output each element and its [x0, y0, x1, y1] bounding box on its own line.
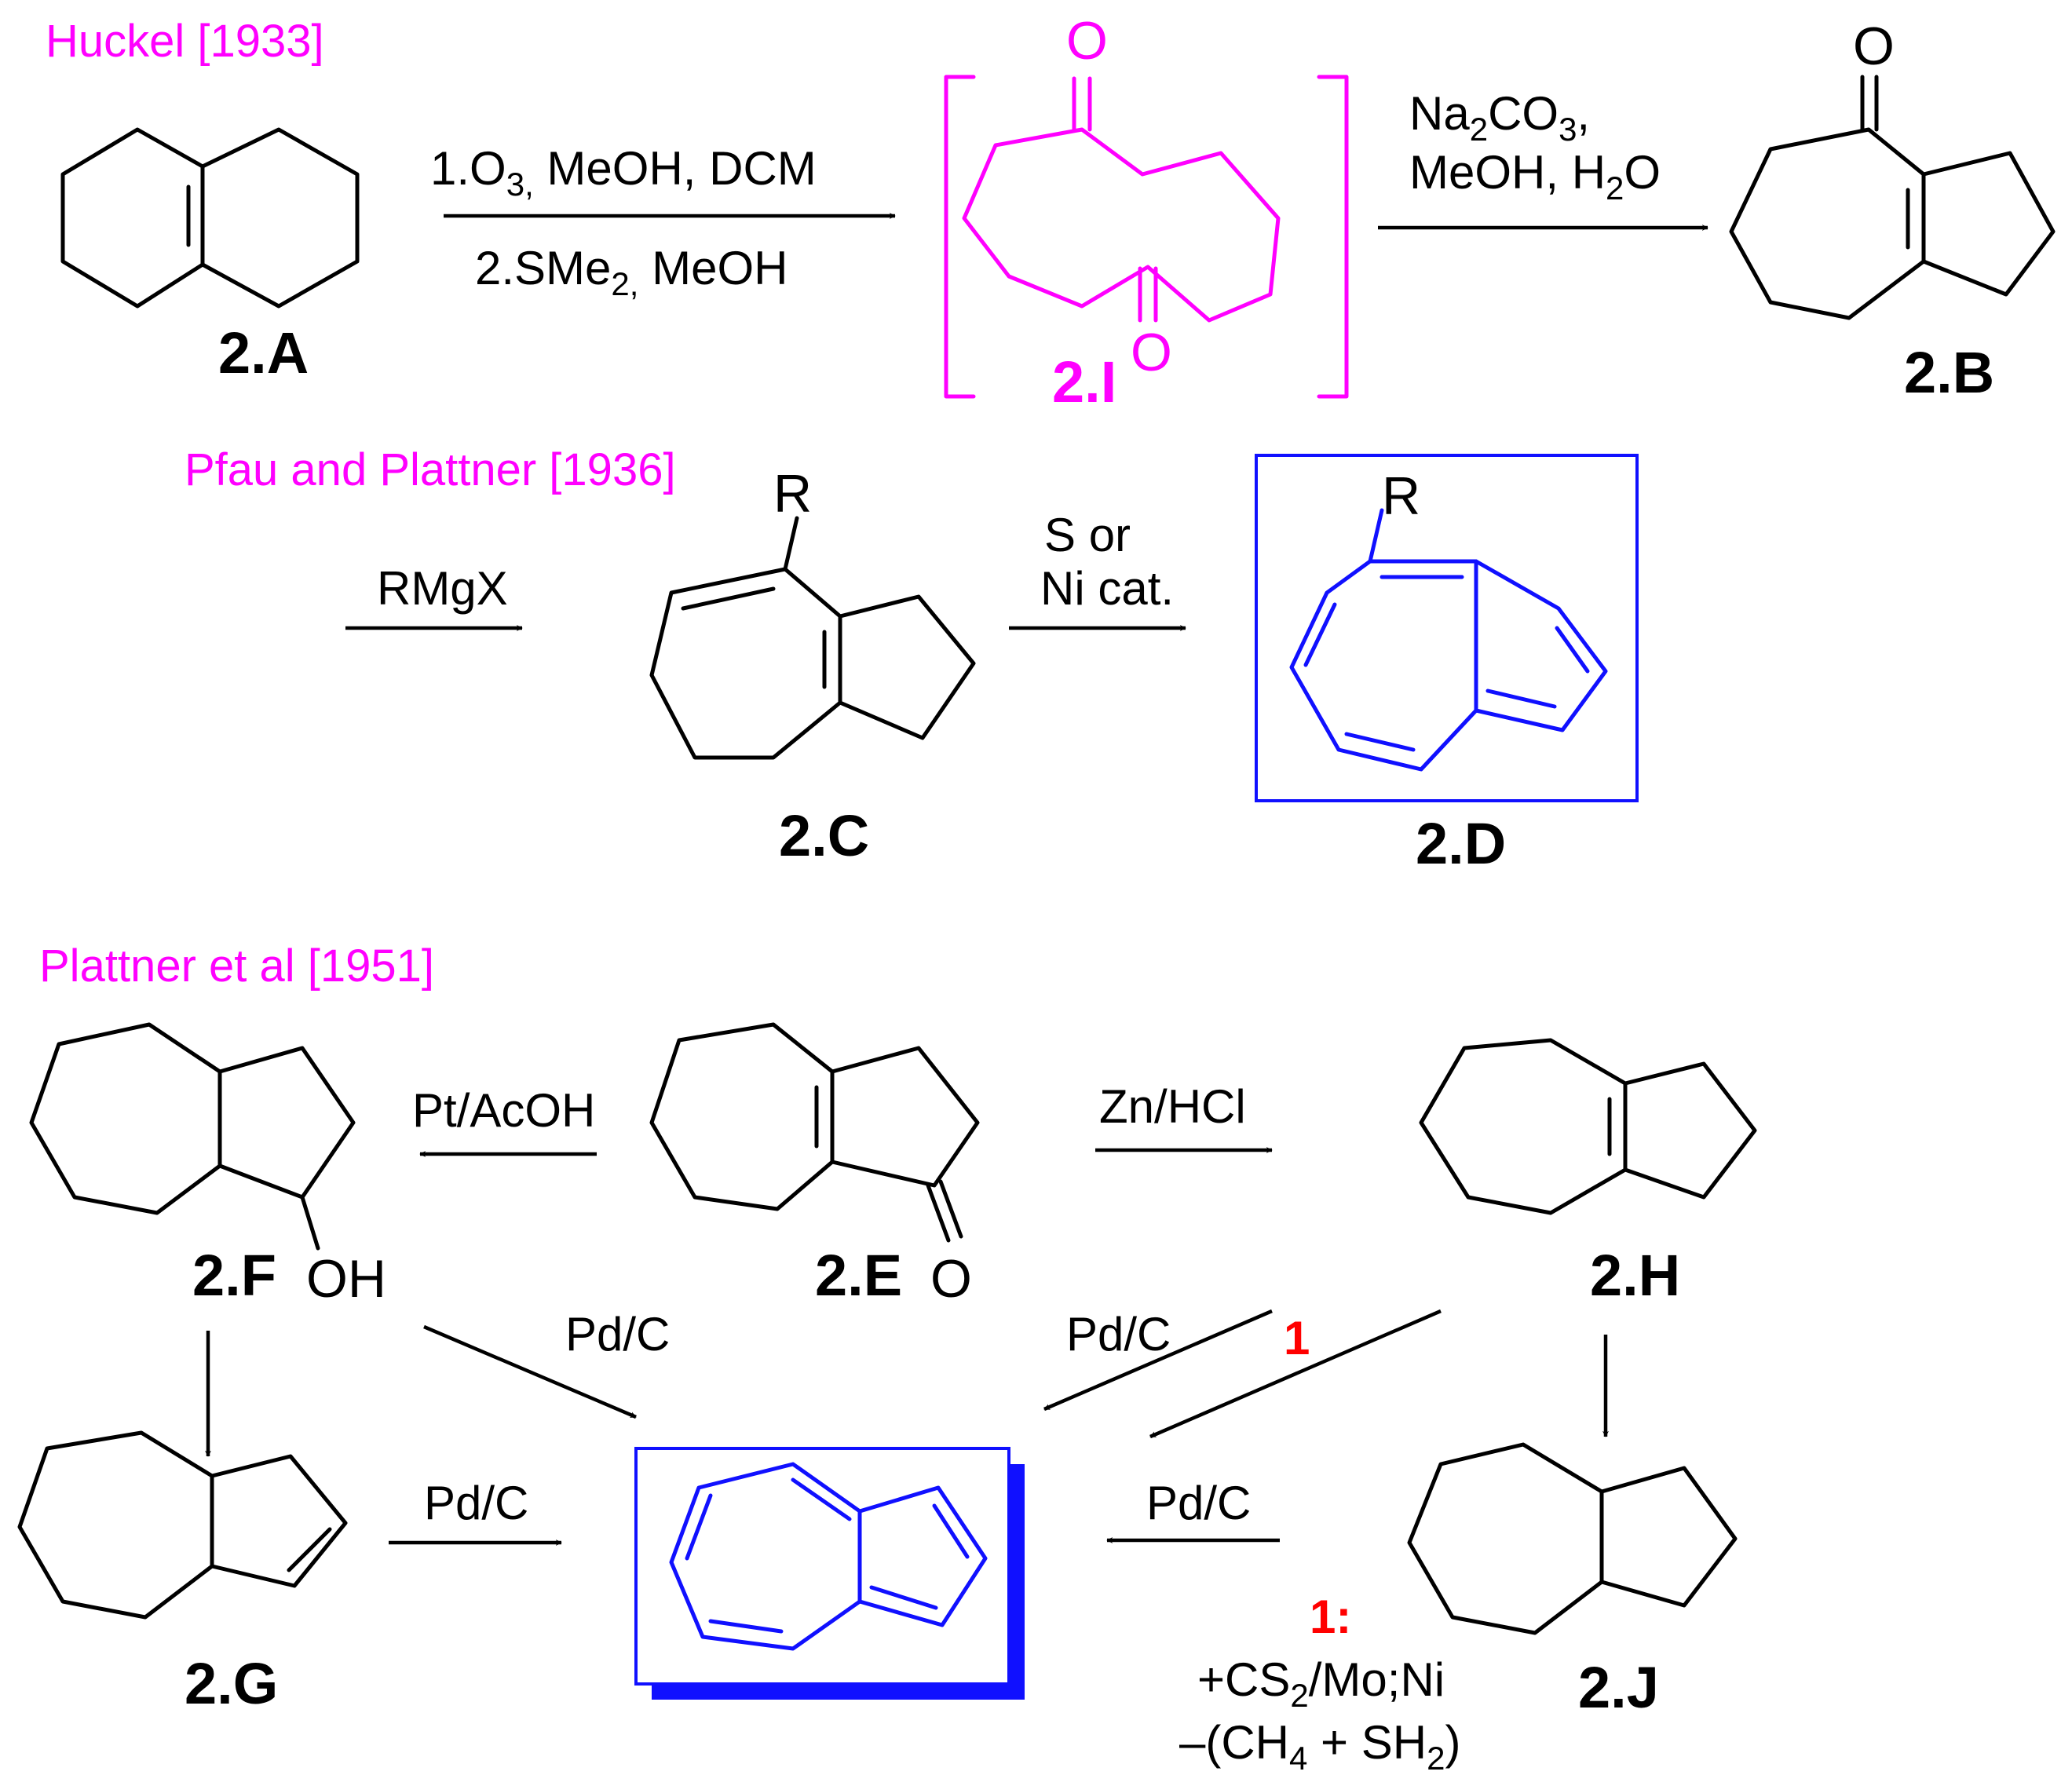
reaction-arrow-2H-pdc — [1043, 1309, 1273, 1412]
note-route1-line2: –(CH4 + SH2) — [1179, 1716, 1460, 1777]
reaction-arrow-2F-pdc — [423, 1324, 637, 1419]
label-2E: 2.E — [815, 1243, 902, 1308]
molecule-2J — [1407, 1442, 1738, 1635]
molecule-2A — [60, 127, 360, 309]
note-route1-line1: +CS2/Mo;Ni — [1197, 1653, 1445, 1714]
molecule-2H — [1419, 1038, 1757, 1215]
box-2D — [1255, 454, 1639, 802]
label-2B: 2.B — [1904, 340, 1994, 405]
atom-r-2C: R — [773, 464, 812, 524]
atom-o-2E: O — [930, 1249, 972, 1309]
label-2F: 2.F — [192, 1243, 276, 1308]
molecule-2G — [17, 1430, 348, 1620]
molecule-2E — [649, 1022, 980, 1243]
label-route-1: 1 — [1284, 1312, 1310, 1364]
molecule-azulene — [669, 1462, 988, 1651]
label-2A: 2.A — [218, 320, 309, 385]
atom-o-2B: O — [1853, 16, 1895, 76]
reaction-arrow-route1 — [1149, 1309, 1442, 1439]
reagent-meoh-h2o: MeOH, H2O — [1409, 146, 1661, 206]
molecule-2B — [1729, 75, 2056, 320]
citation-huckel: Huckel [1933] — [46, 16, 324, 67]
label-2G: 2.G — [185, 1651, 278, 1716]
molecule-2I — [962, 76, 1281, 323]
reagent-pdc-2F: Pd/C — [565, 1308, 670, 1361]
label-2D: 2.D — [1416, 811, 1506, 876]
reagent-pdc-2H: Pd/C — [1066, 1308, 1171, 1361]
note-route1-label: 1: — [1310, 1591, 1351, 1643]
atom-oh-2F: OH — [306, 1249, 386, 1309]
reagent-sme2: 2.SMe2, MeOH — [475, 242, 788, 302]
citation-plattner: Plattner et al [1951] — [39, 940, 434, 992]
atom-r-2D: R — [1382, 466, 1420, 526]
atom-o-2I-bottom: O — [1131, 323, 1172, 382]
molecule-2F — [29, 1022, 356, 1251]
reagent-s-or: S or — [1044, 509, 1131, 561]
atom-o-2I-top: O — [1066, 11, 1108, 71]
bracket-right — [1317, 75, 1349, 399]
reagent-pdc-2G: Pd/C — [424, 1477, 528, 1529]
label-2I: 2.I — [1052, 349, 1116, 415]
label-2C: 2.C — [779, 803, 869, 868]
bracket-left — [944, 75, 976, 399]
reagent-rmgx: RMgX — [377, 562, 508, 615]
reagent-pt-acoh: Pt/AcOH — [412, 1084, 595, 1137]
molecule-2C — [649, 516, 976, 760]
molecule-2D — [1289, 508, 1608, 772]
label-2J: 2.J — [1578, 1655, 1659, 1720]
citation-pfau: Pfau and Plattner [1936] — [185, 444, 676, 495]
reagent-na2co3: Na2CO3, — [1409, 87, 1590, 148]
reagent-ozone: 1.O3, MeOH, DCM — [430, 142, 817, 203]
label-2H: 2.H — [1590, 1243, 1680, 1308]
reagent-ni-cat: Ni cat. — [1040, 562, 1174, 615]
reagent-zn-hcl: Zn/HCl — [1099, 1080, 1246, 1133]
reagent-pdc-2J: Pd/C — [1146, 1477, 1251, 1529]
